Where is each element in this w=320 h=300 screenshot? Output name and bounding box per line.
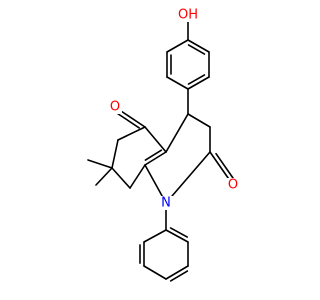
bond-25 <box>111 139 119 169</box>
bond-28 <box>87 159 113 169</box>
bond-23-double <box>115 111 140 129</box>
bond-10 <box>166 39 189 53</box>
ring-nitrogen: N <box>159 196 173 211</box>
bond-layer <box>87 14 235 282</box>
bond-2 <box>187 39 210 53</box>
bond-32-double <box>169 227 189 238</box>
hydroxyl-group: OH <box>177 6 199 23</box>
bond-29 <box>95 167 113 186</box>
bond-35-double <box>169 270 189 282</box>
bond-16 <box>165 151 211 204</box>
lactam-oxygen: O <box>226 178 240 193</box>
nitrogen-label: N <box>161 196 171 211</box>
ketone-oxygen: O <box>108 100 122 115</box>
bond-24 <box>117 126 146 141</box>
bond-3-double <box>187 44 206 55</box>
hydroxyl-label: OH <box>178 8 198 23</box>
bond-5 <box>187 76 210 90</box>
bond-26 <box>111 167 131 189</box>
bond-19-double <box>144 149 163 161</box>
bond-7 <box>166 76 189 90</box>
bond-15-double <box>215 152 235 180</box>
bond-21 <box>144 126 167 153</box>
atom-label-layer: OH O O N <box>108 6 240 211</box>
bond-20 <box>165 113 189 153</box>
bond-6-double <box>187 74 206 85</box>
bond-31 <box>165 229 189 243</box>
bond-36 <box>143 265 167 280</box>
molecule-structure: OH O O N <box>87 6 240 282</box>
lactam-oxygen-label: O <box>228 178 238 193</box>
bond-12 <box>187 113 211 128</box>
bond-34 <box>165 265 189 280</box>
bond-39 <box>143 229 167 243</box>
bond-18 <box>144 151 167 166</box>
ketone-oxygen-label: O <box>110 100 120 115</box>
bond-27 <box>129 164 146 189</box>
